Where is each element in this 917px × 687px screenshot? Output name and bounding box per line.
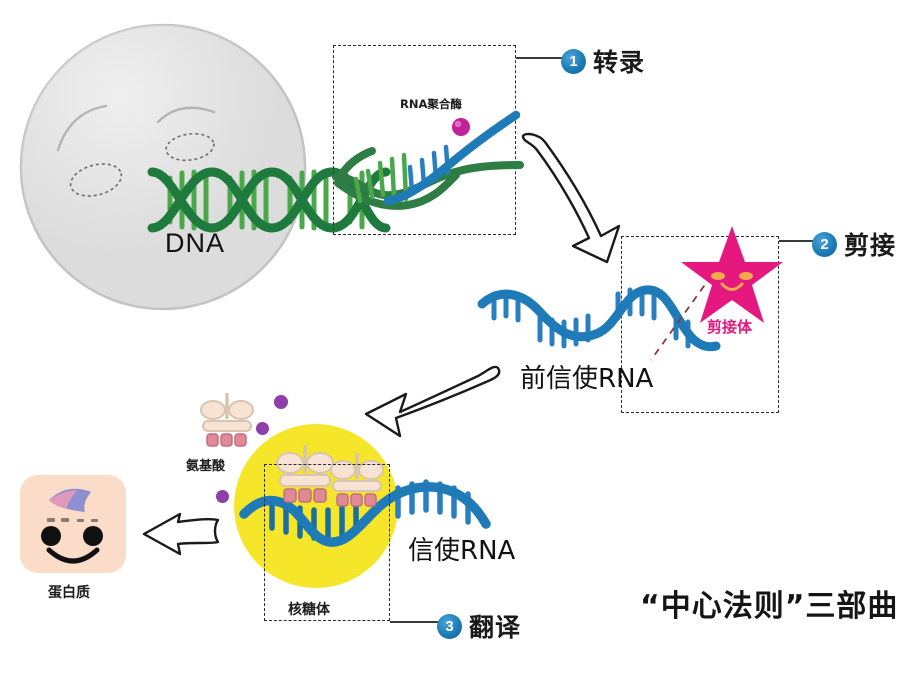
- transcription-region-box: [333, 45, 516, 235]
- pre-mrna-label: 前信使RNA: [520, 364, 654, 394]
- amino-acid-label: 氨基酸: [186, 459, 226, 474]
- protein-label: 蛋白质: [48, 585, 90, 601]
- protein-icon: [19, 474, 127, 574]
- step-2-splicing: 2 剪接: [812, 226, 896, 262]
- step-1-label: 转录: [593, 48, 646, 77]
- arrow-to-protein: [140, 512, 220, 560]
- splice-site-line: [645, 250, 735, 365]
- splicing-region-box: [621, 236, 779, 413]
- step-3-badge: 3: [437, 613, 462, 639]
- arrow-to-splicing: [515, 128, 635, 264]
- dna-label: DNA: [165, 228, 226, 258]
- ribosome-label: 核糖体: [288, 602, 330, 618]
- mrna-label: 信使RNA: [408, 536, 516, 566]
- figure-title: “中心法则”三部曲: [640, 589, 899, 624]
- step-2-badge: 2: [812, 231, 837, 257]
- step-3-label: 翻译: [469, 613, 522, 642]
- arrow-to-translation: [358, 362, 503, 440]
- trna-docked-1: [272, 443, 338, 515]
- rna-polymerase-icon: [450, 116, 472, 138]
- nucleus-shape: [18, 22, 308, 312]
- rna-polymerase-label: RNA聚合酶: [400, 97, 462, 111]
- trna-docked-2: [326, 451, 388, 519]
- spliceosome-star: [680, 224, 784, 328]
- amino-acid-dot-3: [215, 489, 230, 504]
- step-1-leader-line: [516, 57, 566, 59]
- amino-acid-dot-2: [255, 421, 270, 436]
- dna-double-helix: [147, 160, 391, 240]
- mrna-strand: [238, 478, 491, 568]
- transcription-bubble: [332, 105, 524, 230]
- free-trna-icon: [196, 391, 258, 459]
- step-2-label: 剪接: [844, 231, 897, 260]
- step-3-translation: 3 翻译: [437, 608, 521, 644]
- ribosome-region-box: [264, 464, 390, 621]
- step-3-leader-line: [390, 621, 439, 623]
- step-1-transcription: 1 转录: [561, 43, 645, 79]
- spliceosome-label: 剪接体: [707, 318, 753, 336]
- step-2-leader-line: [779, 240, 815, 242]
- amino-acid-dot-1: [273, 394, 289, 410]
- step-1-badge: 1: [561, 48, 586, 74]
- pre-mrna-strand: [477, 282, 721, 362]
